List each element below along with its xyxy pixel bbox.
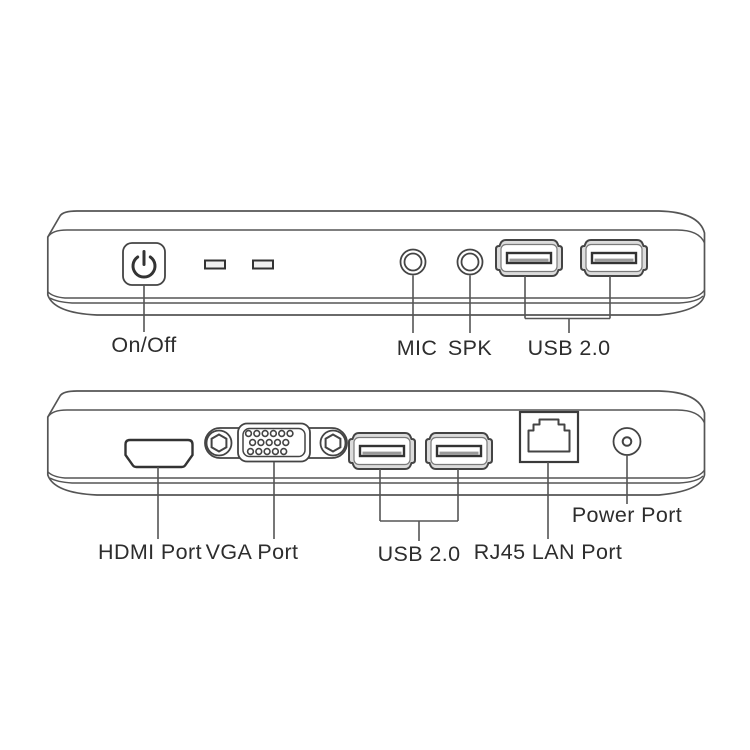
power-port-icon xyxy=(612,427,642,456)
hdmi-port-icon xyxy=(124,438,194,469)
label-power-port: Power Port xyxy=(571,503,683,527)
top-view-device xyxy=(46,210,706,333)
label-spk: SPK xyxy=(447,336,493,360)
label-usb-bottom: USB 2.0 xyxy=(377,542,461,566)
power-button-icon xyxy=(122,242,166,286)
label-on-off: On/Off xyxy=(111,333,177,357)
leader-lines-top-view xyxy=(143,275,611,333)
rj45-port-icon xyxy=(518,410,580,464)
label-hdmi-port: HDMI Port xyxy=(98,540,202,564)
label-rj45-lan-port: RJ45 LAN Port xyxy=(473,540,623,564)
spk-jack-icon xyxy=(456,248,484,276)
usb-port-icon xyxy=(579,238,649,278)
mic-jack-icon xyxy=(399,248,427,276)
led-slot-icon xyxy=(252,259,274,270)
label-vga-port: VGA Port xyxy=(205,540,299,564)
label-usb-top: USB 2.0 xyxy=(527,336,611,360)
vga-port-icon xyxy=(204,422,348,463)
usb-port-icon xyxy=(494,238,564,278)
usb-port-icon xyxy=(347,431,417,471)
bottom-view-device xyxy=(46,390,706,541)
leader-lines-bottom-view xyxy=(157,455,628,541)
led-slot-icon xyxy=(204,259,226,270)
label-mic: MIC xyxy=(396,336,438,360)
usb-port-icon xyxy=(424,431,494,471)
